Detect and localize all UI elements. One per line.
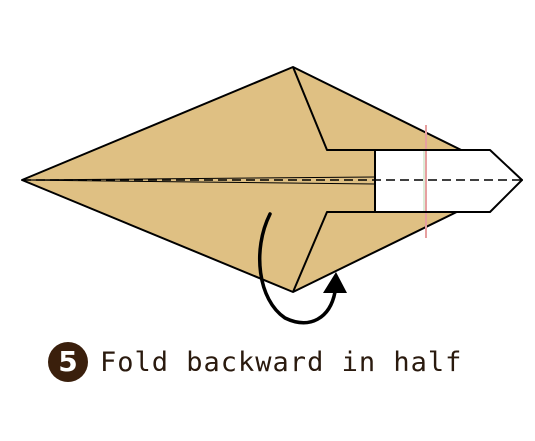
inner-box-outline	[374, 149, 523, 213]
step-instruction: Fold backward in half	[100, 346, 463, 378]
curved-arrow-up-icon	[258, 212, 347, 325]
step-number: 5	[58, 345, 78, 378]
lower-fold-edge	[292, 211, 375, 293]
step-number-badge: 5	[48, 342, 88, 382]
origami-diagram	[21, 66, 523, 325]
upper-fold-edge	[292, 66, 375, 151]
paper-inner-white	[375, 150, 522, 212]
step-caption: 5 Fold backward in half	[48, 342, 462, 382]
